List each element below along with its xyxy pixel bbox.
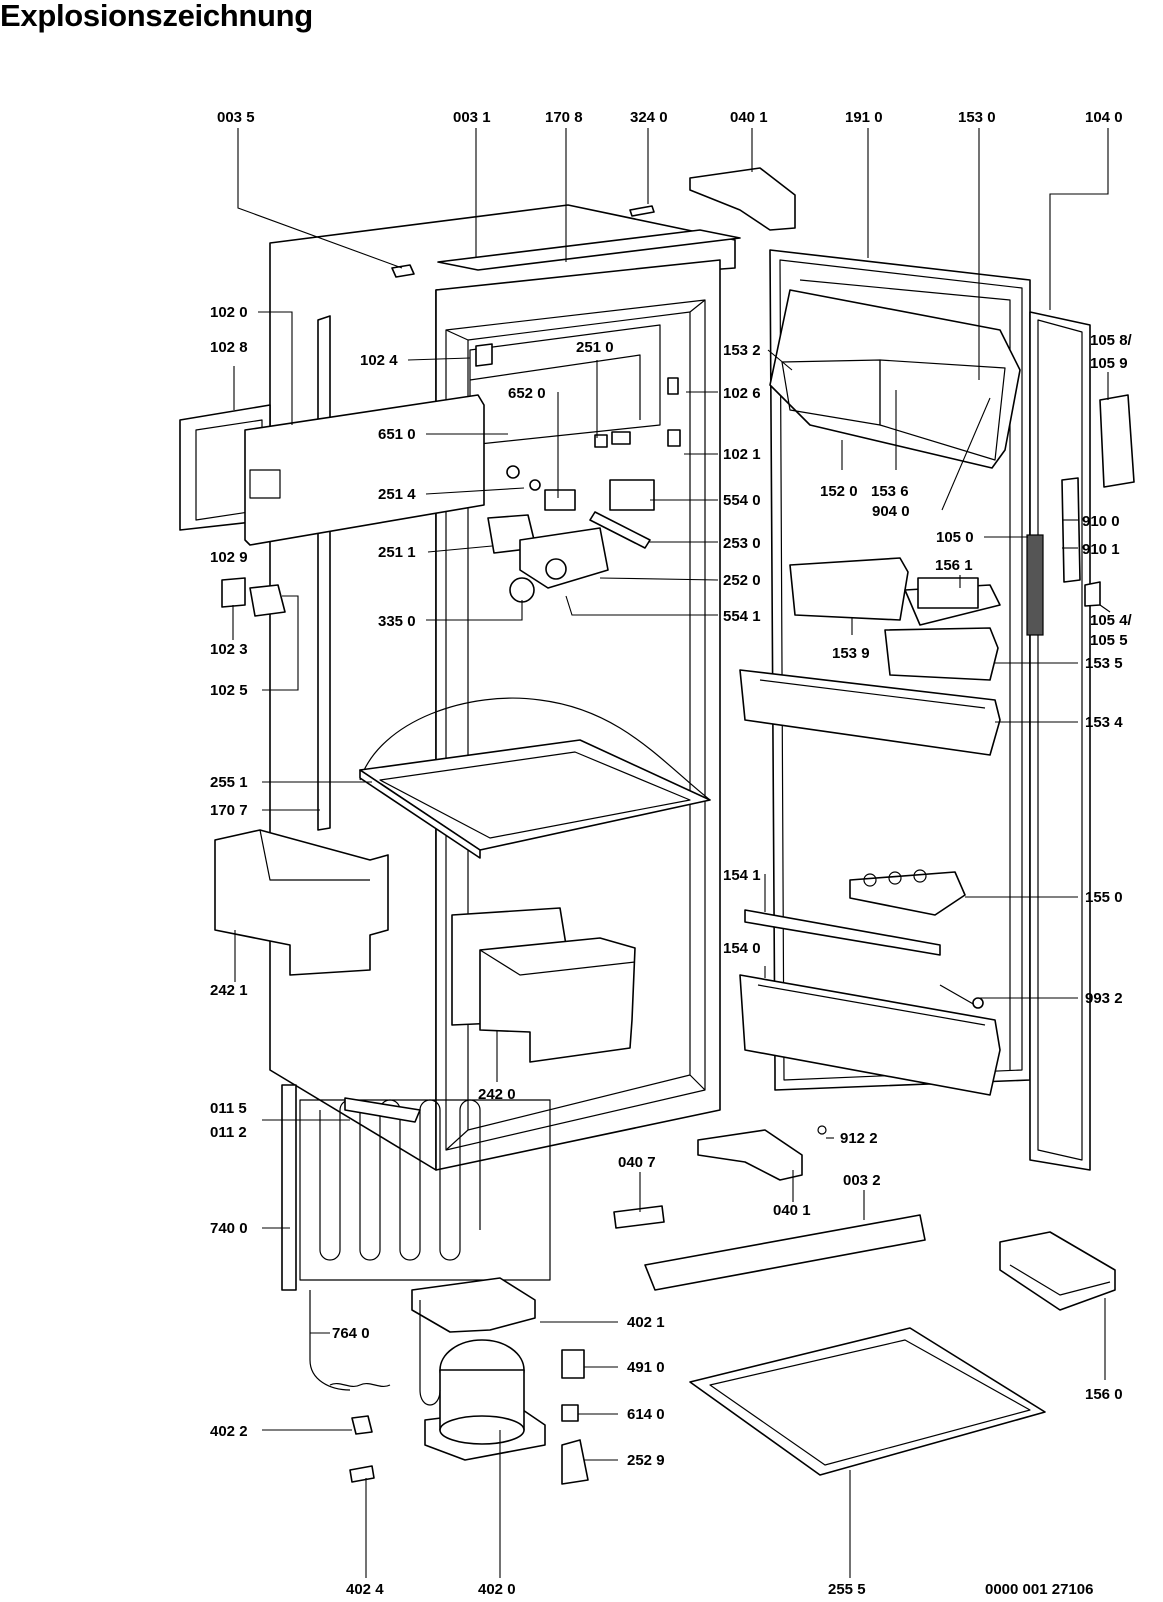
callout-153-5: 153 5 <box>1085 655 1123 672</box>
callout-105-9: 105 9 <box>1090 355 1128 372</box>
callout-491-0: 491 0 <box>627 1359 665 1376</box>
callout-102-0: 102 0 <box>210 304 248 321</box>
callout-154-1: 154 1 <box>723 867 761 884</box>
callout-912-2: 912 2 <box>840 1130 878 1147</box>
callout-764-0: 764 0 <box>332 1325 370 1342</box>
callout-011-5: 011 5 <box>210 1100 247 1117</box>
callout-105-8: 105 8/ <box>1090 332 1133 349</box>
hinges <box>221 167 1135 1291</box>
callout-251-4: 251 4 <box>378 486 416 503</box>
callout-614-0: 614 0 <box>627 1406 665 1423</box>
callout-156-0: 156 0 <box>1085 1386 1123 1403</box>
callout-153-0: 153 0 <box>958 109 996 126</box>
leader-lines <box>232 128 1111 1578</box>
callout-104-0: 104 0 <box>1085 109 1123 126</box>
callout-102-1: 102 1 <box>723 446 761 463</box>
callout-155-0: 155 0 <box>1085 889 1123 906</box>
callout-255-1: 255 1 <box>210 774 248 791</box>
callout-102-8: 102 8 <box>210 339 248 356</box>
callout-251-0: 251 0 <box>576 339 614 356</box>
callout-740-0: 740 0 <box>210 1220 248 1237</box>
callout-242-0: 242 0 <box>478 1086 516 1103</box>
glass-shelf-255-1 <box>359 697 711 859</box>
bottom-parts <box>689 1231 1116 1476</box>
callout-040-1-bottom: 040 1 <box>773 1202 811 1219</box>
callout-993-2: 993 2 <box>1085 990 1123 1007</box>
callout-040-7: 040 7 <box>618 1154 656 1171</box>
callout-153-4: 153 4 <box>1085 714 1123 731</box>
callout-402-0: 402 0 <box>478 1581 516 1598</box>
callout-102-5: 102 5 <box>210 682 248 699</box>
callout-003-2: 003 2 <box>843 1172 881 1189</box>
callout-102-6: 102 6 <box>723 385 761 402</box>
callout-252-0: 252 0 <box>723 572 761 589</box>
callout-242-1: 242 1 <box>210 982 248 999</box>
callout-402-2: 402 2 <box>210 1423 248 1440</box>
callout-154-0: 154 0 <box>723 940 761 957</box>
callout-152-0: 152 0 <box>820 483 858 500</box>
callout-170-7: 170 7 <box>210 802 248 819</box>
document-number: 0000 001 27106 <box>985 1581 1093 1598</box>
callout-040-1-top: 040 1 <box>730 109 768 126</box>
callout-910-1: 910 1 <box>1082 541 1120 558</box>
callout-labels: 003 5 003 1 170 8 324 0 040 1 191 0 153 … <box>210 109 1133 1598</box>
door-bins <box>739 289 1021 1096</box>
callout-335-0: 335 0 <box>378 613 416 630</box>
callout-191-0: 191 0 <box>845 109 883 126</box>
callout-554-1: 554 1 <box>723 608 761 625</box>
callout-105-5: 105 5 <box>1090 632 1128 649</box>
callout-102-4: 102 4 <box>360 352 398 369</box>
callout-251-1: 251 1 <box>378 544 416 561</box>
compressor-assembly <box>309 1277 589 1485</box>
cabinet-body <box>269 204 741 1291</box>
callout-102-9: 102 9 <box>210 549 248 566</box>
callout-170-8: 170 8 <box>545 109 583 126</box>
callout-003-5: 003 5 <box>217 109 255 126</box>
callout-324-0: 324 0 <box>630 109 668 126</box>
control-unit <box>475 343 681 603</box>
callout-153-9: 153 9 <box>832 645 870 662</box>
callout-651-0: 651 0 <box>378 426 416 443</box>
page-title: Explosionszeichnung <box>0 0 313 33</box>
callout-156-1: 156 1 <box>935 557 973 574</box>
callout-253-0: 253 0 <box>723 535 761 552</box>
callout-105-4: 105 4/ <box>1090 612 1133 629</box>
crisper-drawers <box>214 829 636 1063</box>
callout-554-0: 554 0 <box>723 492 761 509</box>
callout-105-0: 105 0 <box>936 529 974 546</box>
callout-153-6: 153 6 <box>871 483 909 500</box>
callout-255-5: 255 5 <box>828 1581 866 1598</box>
callout-652-0: 652 0 <box>508 385 546 402</box>
callout-153-2: 153 2 <box>723 342 761 359</box>
callout-252-9: 252 9 <box>627 1452 665 1469</box>
callout-003-1: 003 1 <box>453 109 491 126</box>
callout-904-0: 904 0 <box>872 503 910 520</box>
callout-402-4: 402 4 <box>346 1581 384 1598</box>
freezer-flap <box>179 394 485 546</box>
callout-102-3: 102 3 <box>210 641 248 658</box>
refrigerator-drawing <box>179 167 1135 1485</box>
callout-910-0: 910 0 <box>1082 513 1120 530</box>
callout-011-2: 011 2 <box>210 1124 247 1141</box>
callout-402-1: 402 1 <box>627 1314 665 1331</box>
